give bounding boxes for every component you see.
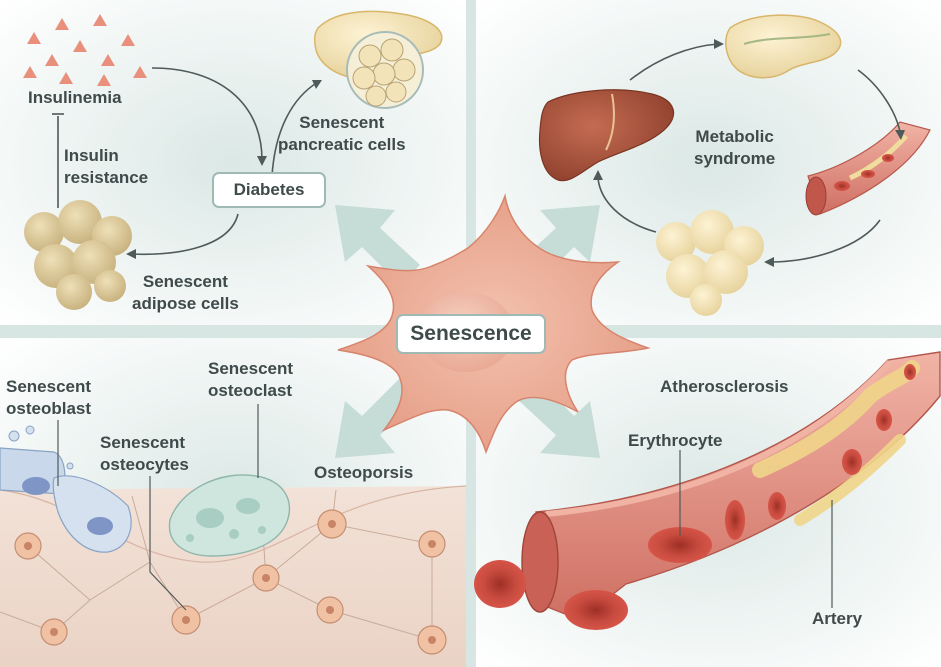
label-artery: Artery: [812, 609, 863, 628]
arrow-to-diabetes: [335, 205, 420, 285]
arrow-to-osteoporosis: [335, 378, 420, 458]
diabetes-arrows: [52, 67, 322, 259]
plaque-bottom: [794, 434, 906, 526]
label-atherosclerosis: Atherosclerosis: [660, 377, 789, 396]
insulin-triangles: [23, 14, 147, 86]
adipose-cluster-left: [24, 200, 132, 310]
erythrocytes-vessel: [474, 364, 916, 630]
label-osteoporosis: Osteoporsis: [314, 463, 414, 482]
canaliculi-lines: [0, 489, 433, 641]
adipose-cluster-right: [656, 210, 764, 316]
osteoblast-cells: [0, 425, 132, 553]
label-insulinemia: Insulinemia: [28, 88, 122, 107]
rbc-small: [834, 154, 894, 191]
label-metabolic-syndrome: Metabolic syndrome: [694, 127, 776, 168]
pancreatic-duct: [743, 33, 831, 45]
label-senescent-osteoblast: Senescent osteoblast: [6, 377, 92, 418]
osteocyte-nuclei: [24, 520, 436, 644]
artery-opening-small: [805, 176, 827, 216]
pancreas-organ-2: [725, 14, 842, 79]
label-senescent-pancreatic: Senescent pancreatic cells: [278, 113, 406, 154]
liver-lobe-line: [605, 93, 615, 151]
athero-leader-lines: [679, 450, 833, 608]
senescence-box: Senescence: [396, 314, 546, 354]
osteo-leader-lines: [57, 404, 259, 611]
label-senescent-adipose: Senescent adipose cells: [132, 272, 239, 313]
pancreatic-cells: [352, 38, 416, 107]
metabolic-arrows: [593, 39, 905, 267]
label-insulin-resistance: Insulin resistance: [64, 146, 149, 187]
liver-organ: [538, 89, 675, 182]
osteoclast-cell: [168, 474, 291, 557]
artery-wall-highlight: [545, 359, 893, 517]
label-senescent-osteocytes: Senescent osteocytes: [100, 433, 189, 474]
label-erythrocyte: Erythrocyte: [628, 431, 723, 450]
plaque-top: [752, 360, 920, 478]
plaque-small: [848, 134, 908, 181]
diabetes-box: Diabetes: [212, 172, 326, 208]
label-senescent-osteoclast: Senescent osteoclast: [208, 359, 294, 400]
artery-opening: [521, 511, 559, 613]
